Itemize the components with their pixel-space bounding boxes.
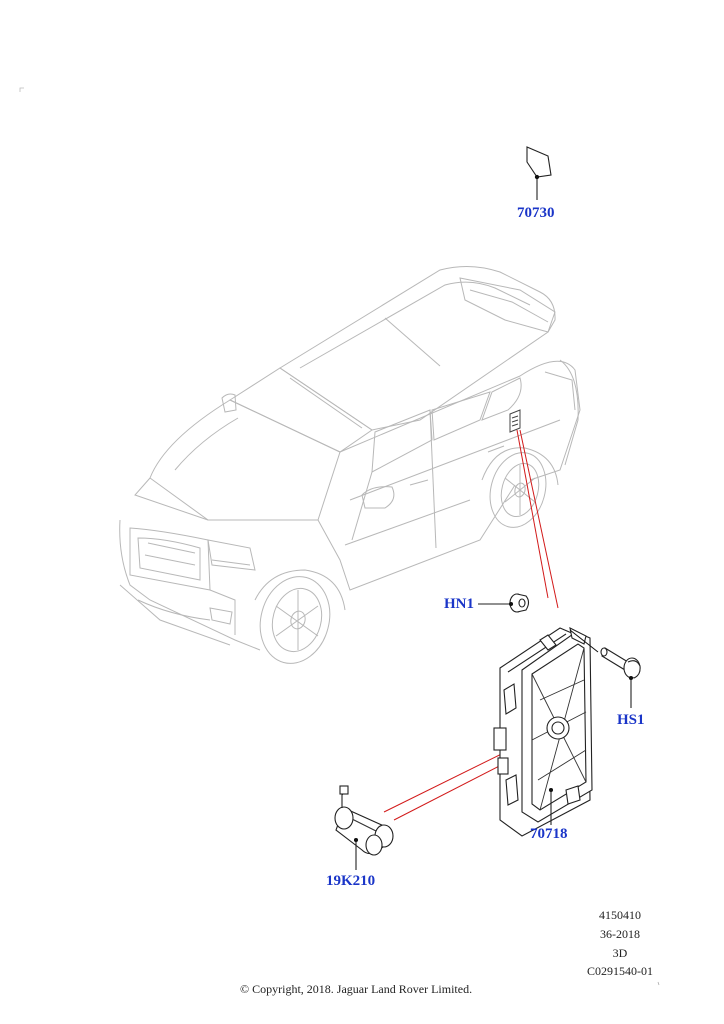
part-19k210-drawing	[334, 785, 394, 870]
part-hn1-drawing	[478, 593, 530, 613]
copyright-notice: © Copyright, 2018. Jaguar Land Rover Lim…	[240, 982, 473, 996]
illustration-code: C0291540-01	[587, 964, 653, 978]
vehicle-outline	[119, 266, 581, 664]
callout-19k210[interactable]: 19K210	[326, 873, 376, 889]
callout-70730[interactable]: 70730	[517, 205, 555, 221]
part-hs1-drawing	[600, 647, 641, 708]
callout-70718[interactable]: 70718	[530, 826, 568, 842]
part-70730-drawing	[526, 146, 552, 200]
illustration-date: 36-2018	[600, 927, 640, 941]
callout-hn1[interactable]: HN1	[444, 596, 474, 612]
callout-hs1[interactable]: HS1	[617, 712, 645, 728]
illustration-type: 3D	[612, 946, 628, 960]
illustration-number: 4150410	[599, 908, 641, 922]
part-70718-drawing	[493, 627, 599, 837]
